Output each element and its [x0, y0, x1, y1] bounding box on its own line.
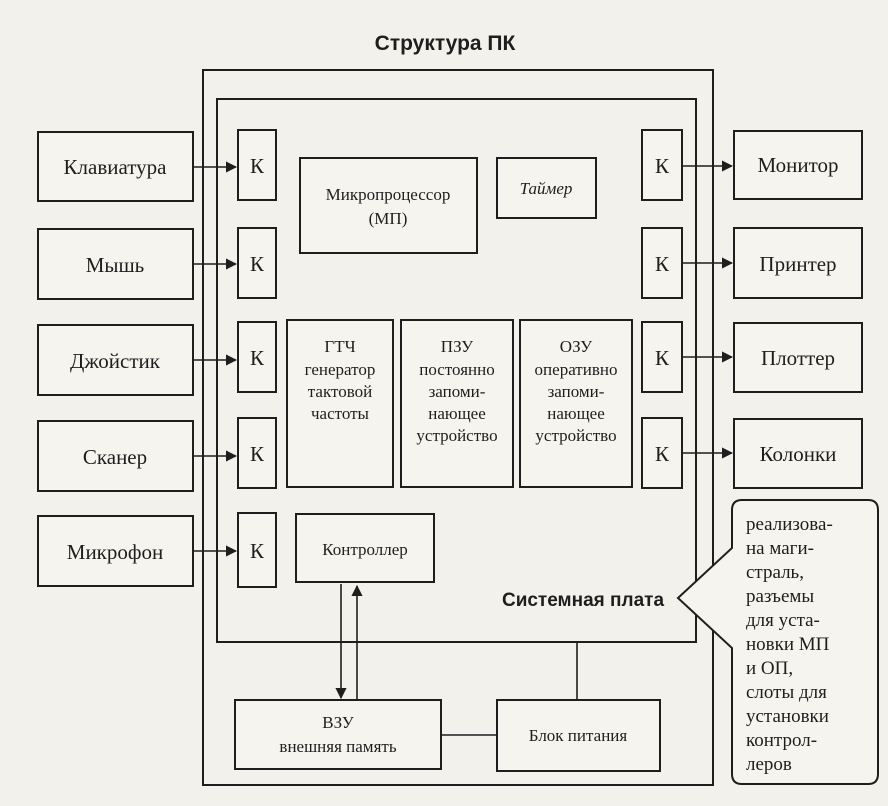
- svg-text:Блок питания: Блок питания: [529, 726, 628, 745]
- svg-text:К: К: [655, 346, 670, 370]
- svg-text:Принтер: Принтер: [759, 252, 836, 276]
- svg-text:Контроллер: Контроллер: [322, 540, 408, 559]
- svg-text:ОЗУ: ОЗУ: [560, 337, 593, 356]
- port-plotter: К: [641, 321, 683, 393]
- svg-text:К: К: [655, 154, 670, 178]
- svg-text:новки МП: новки МП: [746, 634, 830, 655]
- port-joystick: К: [237, 321, 277, 393]
- pc-case-frame: [202, 69, 714, 786]
- cpu-block: Микропроцессор (МП): [299, 157, 478, 254]
- svg-text:Мышь: Мышь: [86, 253, 145, 277]
- power-supply-block: Блок питания: [496, 699, 661, 772]
- svg-text:нающее: нающее: [428, 404, 486, 423]
- svg-text:ПЗУ: ПЗУ: [441, 337, 474, 356]
- callout-bubble: [676, 499, 879, 785]
- svg-text:Плоттер: Плоттер: [761, 346, 835, 370]
- svg-text:слоты для: слоты для: [746, 682, 827, 703]
- svg-text:установки: установки: [746, 706, 829, 727]
- svg-text:контрол-: контрол-: [746, 730, 817, 751]
- svg-text:оперативно: оперативно: [535, 360, 618, 379]
- svg-text:К: К: [250, 252, 265, 276]
- svg-text:(МП): (МП): [369, 209, 408, 228]
- timer-block: Таймер: [496, 157, 597, 219]
- port-monitor: К: [641, 129, 683, 201]
- svg-text:частоты: частоты: [311, 404, 370, 423]
- svg-text:Колонки: Колонки: [760, 442, 837, 466]
- svg-text:генератор: генератор: [305, 360, 376, 379]
- svg-text:страль,: страль,: [746, 562, 804, 583]
- port-speakers: К: [641, 417, 683, 489]
- system-board-label: Системная плата: [502, 590, 664, 611]
- output-device-plotter: Плоттер: [733, 322, 863, 393]
- svg-text:К: К: [250, 346, 265, 370]
- input-device-keyboard: Клавиатура: [37, 131, 194, 202]
- svg-text:К: К: [250, 154, 265, 178]
- clock-generator-block: ГТЧ генератор тактовой частоты: [286, 319, 394, 488]
- controller-block: Контроллер: [295, 513, 435, 583]
- svg-text:Таймер: Таймер: [520, 179, 573, 198]
- svg-text:Сканер: Сканер: [83, 445, 147, 469]
- svg-text:Клавиатура: Клавиатура: [64, 155, 168, 179]
- output-device-speakers: Колонки: [733, 418, 863, 489]
- svg-text:Микрофон: Микрофон: [67, 540, 163, 564]
- output-device-monitor: Монитор: [733, 130, 863, 200]
- svg-text:устройство: устройство: [416, 426, 497, 445]
- svg-text:реализова-: реализова-: [746, 514, 833, 535]
- svg-text:внешняя память: внешняя память: [279, 737, 396, 756]
- input-device-joystick: Джойстик: [37, 324, 194, 396]
- svg-text:на маги-: на маги-: [746, 538, 814, 559]
- svg-text:запоми-: запоми-: [429, 382, 486, 401]
- input-device-microphone: Микрофон: [37, 515, 194, 587]
- port-microphone: К: [237, 512, 277, 588]
- input-device-scanner: Сканер: [37, 420, 194, 492]
- svg-text:разъемы: разъемы: [746, 586, 814, 607]
- svg-text:Монитор: Монитор: [757, 153, 838, 177]
- svg-text:К: К: [655, 252, 670, 276]
- diagram-title: Структура ПК: [375, 32, 516, 55]
- callout-text: реализова- на маги- страль, разъемы для …: [746, 514, 833, 775]
- external-memory-block: ВЗУ внешняя память: [234, 699, 442, 770]
- ram-block: ОЗУ оперативно запоми- нающее устройство: [519, 319, 633, 488]
- input-device-mouse: Мышь: [37, 228, 194, 300]
- svg-text:К: К: [250, 539, 265, 563]
- svg-text:нающее: нающее: [547, 404, 605, 423]
- port-keyboard: К: [237, 129, 277, 201]
- svg-text:для уста-: для уста-: [746, 610, 820, 631]
- port-printer: К: [641, 227, 683, 299]
- output-device-printer: Принтер: [733, 227, 863, 299]
- svg-text:К: К: [250, 442, 265, 466]
- svg-text:тактовой: тактовой: [308, 382, 372, 401]
- svg-text:и ОП,: и ОП,: [746, 658, 793, 679]
- port-scanner: К: [237, 417, 277, 489]
- rom-block: ПЗУ постоянно запоми- нающее устройство: [400, 319, 514, 488]
- svg-text:устройство: устройство: [535, 426, 616, 445]
- svg-text:К: К: [655, 442, 670, 466]
- svg-text:постоянно: постоянно: [419, 360, 494, 379]
- svg-text:Джойстик: Джойстик: [70, 349, 161, 373]
- svg-text:леров: леров: [746, 754, 792, 775]
- svg-text:Микропроцессор: Микропроцессор: [326, 185, 451, 204]
- svg-text:ВЗУ: ВЗУ: [322, 713, 354, 732]
- svg-text:ГТЧ: ГТЧ: [324, 337, 355, 356]
- port-mouse: К: [237, 227, 277, 299]
- svg-text:запоми-: запоми-: [548, 382, 605, 401]
- system-board-frame: [216, 98, 697, 643]
